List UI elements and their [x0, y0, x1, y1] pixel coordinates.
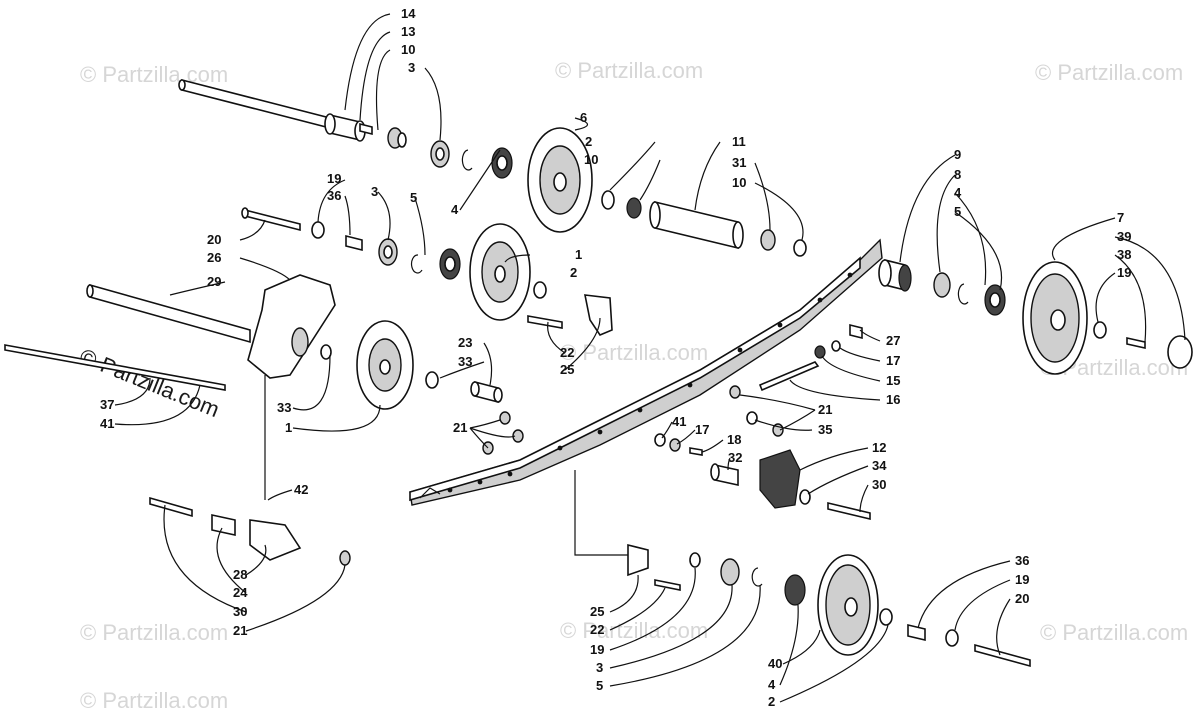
callout: 5 — [596, 678, 603, 693]
callout: 9 — [954, 147, 961, 162]
callout: 32 — [728, 450, 742, 465]
callout: 6 — [580, 110, 587, 125]
callout: 35 — [818, 422, 832, 437]
callout-labels: 14 13 10 3 6 2 10 11 31 10 19 36 3 5 4 2… — [100, 6, 1131, 709]
callout: 5 — [410, 190, 417, 205]
callout: 27 — [886, 333, 900, 348]
callout: 13 — [401, 24, 415, 39]
callout: 10 — [732, 175, 746, 190]
callout: 18 — [727, 432, 741, 447]
slide-rail — [409, 238, 883, 506]
shock-mount-assembly — [149, 375, 351, 566]
callout: 19 — [1117, 265, 1131, 280]
rear-wheel-assembly — [878, 258, 1193, 375]
callout: 41 — [100, 416, 114, 431]
callout: 3 — [596, 660, 603, 675]
callout: 2 — [570, 265, 577, 280]
callout: 36 — [1015, 553, 1029, 568]
callout: 3 — [371, 184, 378, 199]
bottom-wheel-assembly — [574, 470, 1031, 668]
callout: 26 — [207, 250, 221, 265]
callout: 16 — [886, 392, 900, 407]
watermark: © Partzilla.com — [560, 340, 708, 365]
callout: 40 — [768, 656, 782, 671]
callout: 19 — [590, 642, 604, 657]
watermark: © Partzilla.com — [1035, 60, 1183, 85]
callout: 22 — [590, 622, 604, 637]
callout: 20 — [1015, 591, 1029, 606]
callout: 17 — [886, 353, 900, 368]
callout: 21 — [453, 420, 467, 435]
callout: 14 — [401, 6, 416, 21]
callout: 1 — [575, 247, 582, 262]
callout: 4 — [451, 202, 459, 217]
callout: 24 — [233, 585, 248, 600]
callout: 21 — [818, 402, 832, 417]
lower-hardware — [482, 385, 871, 521]
callout: 1 — [285, 420, 292, 435]
front-arm-assembly — [4, 274, 503, 410]
callout: 33 — [277, 400, 291, 415]
callout: 31 — [732, 155, 746, 170]
callout: 36 — [327, 188, 341, 203]
callout: 33 — [458, 354, 472, 369]
callout: 3 — [408, 60, 415, 75]
callout: 4 — [768, 677, 776, 692]
callout: 21 — [233, 623, 247, 638]
callout: 4 — [954, 185, 962, 200]
callout: 12 — [872, 440, 886, 455]
callout: 28 — [233, 567, 247, 582]
callout: 2 — [768, 694, 775, 709]
callout: 29 — [207, 274, 221, 289]
watermark: © Partzilla.com — [1040, 620, 1188, 645]
bracket-assembly — [527, 294, 863, 392]
callout: 38 — [1117, 247, 1131, 262]
upper-axle-assembly — [178, 78, 807, 257]
callout: 37 — [100, 397, 114, 412]
watermark: © Partzilla.com — [555, 58, 703, 83]
callout: 11 — [732, 134, 746, 149]
callout: 10 — [584, 152, 598, 167]
middle-idler-assembly — [241, 207, 547, 321]
callout: 17 — [695, 422, 709, 437]
callout: 2 — [585, 134, 592, 149]
callout: 19 — [327, 171, 341, 186]
callout: 20 — [207, 232, 221, 247]
callout: 7 — [1117, 210, 1124, 225]
callout: 10 — [401, 42, 415, 57]
leader-lines — [114, 13, 1186, 703]
watermark: © Partzilla.com — [560, 618, 708, 643]
callout: 15 — [886, 373, 900, 388]
callout: 5 — [954, 204, 961, 219]
callout: 39 — [1117, 229, 1131, 244]
callout: 34 — [872, 458, 887, 473]
callout: 41 — [672, 414, 686, 429]
watermark: © Partzilla.com — [80, 620, 228, 645]
callout: 19 — [1015, 572, 1029, 587]
callout: 8 — [954, 167, 961, 182]
callout: 23 — [458, 335, 472, 350]
callout: 25 — [590, 604, 604, 619]
watermark: © Partzilla.com — [80, 62, 228, 87]
watermark: © Partzilla.com — [80, 688, 228, 713]
callout: 30 — [872, 477, 886, 492]
callout: 30 — [233, 604, 247, 619]
callout: 22 — [560, 345, 574, 360]
callout: 42 — [294, 482, 308, 497]
callout: 25 — [560, 362, 574, 377]
